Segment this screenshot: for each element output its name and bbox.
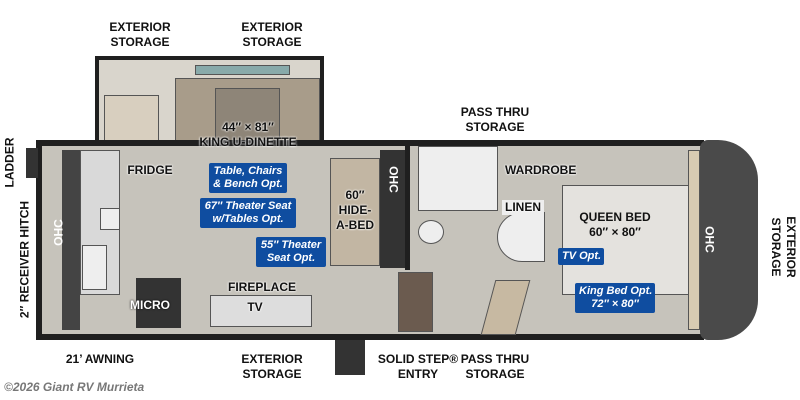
ohc-mid-cabinet	[380, 150, 405, 268]
king-bed-option-badge: King Bed Opt.72″ × 80″	[575, 283, 655, 313]
tv-label: TV	[247, 300, 263, 314]
stove	[100, 208, 120, 230]
label-line: Seat Opt.	[266, 252, 316, 264]
entry-label: SOLID STEP®ENTRY	[370, 352, 466, 382]
table-chairs-option-badge: Table, Chairs& Bench Opt.	[209, 163, 287, 193]
label-line: w/Tables Opt.	[212, 213, 284, 225]
label-line: 55″ Theater	[260, 239, 322, 251]
label-line: ENTRY	[397, 367, 439, 381]
label-line: EXTERIOR	[241, 20, 303, 34]
label-line: King Bed Opt.	[579, 285, 653, 297]
label-line: A-BED	[336, 218, 374, 232]
kitchen-counter-dark	[62, 150, 80, 330]
entry-steps	[335, 340, 365, 375]
label-line: EXTERIOR	[109, 20, 171, 34]
label-line: QUEEN BED	[579, 210, 651, 224]
bed	[562, 185, 690, 295]
lav-sink	[497, 212, 545, 262]
awning-label: 21’ AWNING	[65, 352, 135, 366]
wardrobe-label: WARDROBE	[505, 163, 577, 177]
label-line: KING U-DINETTE	[199, 135, 297, 149]
label-line: & Bench Opt.	[213, 178, 283, 190]
label-line: 44″ × 81″	[222, 120, 274, 134]
linen-label: LINEN	[502, 200, 544, 215]
label-line: STORAGE	[242, 367, 302, 381]
bath-wall	[405, 140, 410, 270]
dinette-label: 44″ × 81″KING U-DINETTE	[188, 120, 308, 150]
receiver-hitch-label: 2″ RECEIVER HITCH	[17, 200, 32, 319]
fridge-label: FRIDGE	[127, 163, 173, 177]
label-line: 67″ Theater Seat	[204, 200, 292, 212]
ohc-front-label: OHC	[702, 226, 717, 253]
ladder	[26, 148, 38, 178]
shower	[418, 146, 498, 211]
ladder-label: LADDER	[2, 137, 17, 188]
headboard	[688, 150, 700, 330]
ohc-mid-label: OHC	[386, 166, 401, 193]
label-line: PASS THRU	[460, 352, 530, 366]
label-line: SOLID STEP®	[377, 352, 459, 366]
front-cap	[700, 140, 758, 340]
window	[195, 65, 290, 75]
tv-option-badge: TV Opt.	[558, 248, 604, 265]
label-line: 72″ × 80″	[591, 298, 639, 310]
label-line: STORAGE	[465, 120, 525, 134]
label-line: EXTERIOR	[241, 352, 303, 366]
label-line: PASS THRU	[460, 105, 530, 119]
micro-label: MICRO	[130, 298, 170, 312]
label-line: STORAGE	[110, 35, 170, 49]
microwave	[136, 278, 181, 328]
label-line: STORAGE	[769, 217, 783, 277]
bath-door	[398, 272, 433, 332]
label-line: 60″	[345, 188, 365, 202]
ohc-rear-label: OHC	[51, 219, 66, 246]
label-line: 60″ × 80″	[589, 225, 641, 239]
label-line: EXTERIOR	[784, 216, 798, 278]
tv-console	[210, 295, 312, 327]
label-line: STORAGE	[242, 35, 302, 49]
sink	[82, 245, 107, 290]
label-line: Table, Chairs	[213, 165, 283, 177]
toilet	[418, 220, 444, 244]
label-line: STORAGE	[465, 367, 525, 381]
hide-a-bed-frame	[330, 158, 380, 266]
hide-a-bed-label: 60″HIDE-A-BED	[330, 188, 380, 233]
watermark: ©2026 Giant RV Murrieta	[4, 380, 145, 394]
fireplace-label: FIREPLACE	[227, 280, 296, 294]
label-line: HIDE-	[338, 203, 372, 217]
